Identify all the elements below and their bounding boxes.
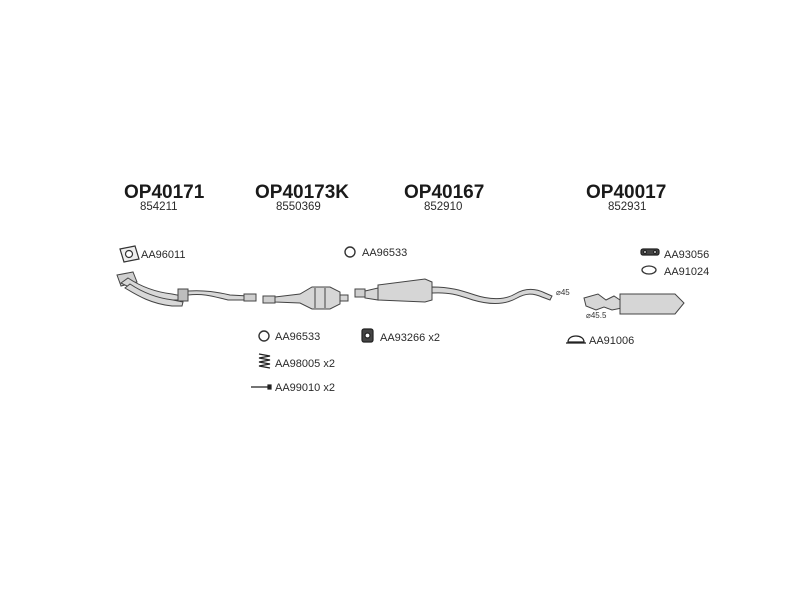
rubber-mount-icon xyxy=(361,328,374,343)
spring-icon xyxy=(258,353,271,369)
o-ring-icon xyxy=(258,330,270,342)
bolt-icon xyxy=(251,384,272,390)
accessory-spring-label: AA98005 x2 xyxy=(275,358,335,370)
catalytic-converter xyxy=(262,286,349,310)
rear-silencer xyxy=(583,293,685,315)
clamp-icon xyxy=(566,335,586,344)
part-code-rear-silencer: OP40017 xyxy=(586,182,667,203)
accessory-ring-label: AA96533 xyxy=(275,331,321,343)
front-pipe xyxy=(116,271,257,307)
o-ring-rear-icon xyxy=(641,265,657,275)
accessory-ring-rear-label: AA91024 xyxy=(664,266,710,278)
part-number-front-pipe: 854211 xyxy=(140,201,178,213)
accessory-gasket-label: AA96011 xyxy=(141,249,186,261)
o-ring-top-icon xyxy=(344,246,356,258)
accessory-ring-top-label: AA96533 xyxy=(362,247,408,259)
part-code-front-pipe: OP40171 xyxy=(124,182,205,203)
accessory-hanger-label: AA93056 xyxy=(664,249,710,261)
part-number-middle-silencer: 852910 xyxy=(424,201,463,213)
gasket-icon xyxy=(119,245,140,263)
part-code-catalyst: OP40173K xyxy=(255,182,350,203)
part-code-middle-silencer: OP40167 xyxy=(404,182,485,203)
diameter-label-45: ⌀45 xyxy=(556,288,570,297)
part-number-rear-silencer: 852931 xyxy=(608,201,647,213)
accessory-bolt-label: AA99010 x2 xyxy=(275,382,335,394)
middle-silencer xyxy=(354,278,553,304)
accessory-mount-label: AA93266 x2 xyxy=(380,332,440,344)
part-number-catalyst: 8550369 xyxy=(276,201,321,213)
hanger-icon xyxy=(640,248,660,256)
accessory-clamp-label: AA91006 xyxy=(589,335,635,347)
diameter-label-45-5: ⌀45.5 xyxy=(586,311,607,320)
